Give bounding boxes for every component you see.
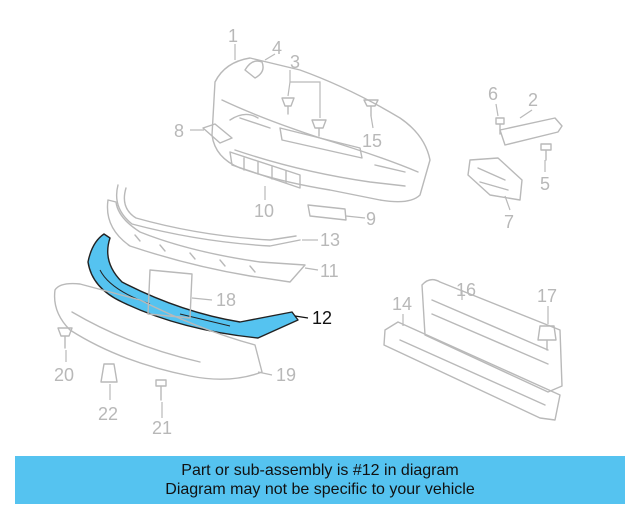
callout-3: 3 (290, 52, 300, 72)
bolt-part-5 (540, 143, 552, 161)
callout-20: 20 (54, 365, 74, 385)
spoiler-part-11 (106, 199, 306, 283)
plate-part-18 (147, 269, 193, 319)
bumper-cover-part (211, 57, 431, 203)
clip-part-3 (281, 97, 327, 137)
callout-19: 19 (276, 365, 296, 385)
callout-2: 2 (528, 90, 538, 110)
info-banner: Part or sub-assembly is #12 in diagram D… (15, 456, 625, 504)
callout-6: 6 (488, 84, 498, 104)
clip-part-15 (363, 99, 379, 117)
splash-panel-part-19 (53, 282, 263, 380)
callout-18: 18 (216, 290, 236, 310)
grille-part-9 (307, 204, 347, 221)
grille-part-10 (229, 151, 301, 189)
parts-diagram: 1 2 3 4 5 6 7 8 9 10 11 12 13 14 15 16 1… (53, 26, 563, 438)
clip-part-4 (244, 60, 264, 79)
grille-part-8 (202, 123, 233, 144)
fastener-part-22 (100, 363, 118, 383)
callout-4: 4 (272, 38, 282, 58)
fastener-part-21 (155, 379, 167, 401)
callout-16: 16 (456, 280, 476, 300)
callout-22: 22 (98, 404, 118, 424)
callout-7: 7 (504, 212, 514, 232)
callout-8: 8 (174, 121, 184, 141)
fastener-part-20 (57, 327, 73, 349)
banner-line-1: Part or sub-assembly is #12 in diagram (181, 462, 459, 479)
callout-17: 17 (537, 286, 557, 306)
callout-21: 21 (152, 418, 172, 438)
banner-line-2: Diagram may not be specific to your vehi… (165, 481, 475, 498)
callout-13: 13 (320, 230, 340, 250)
callout-11: 11 (320, 261, 339, 281)
reinforcement-part-16 (421, 278, 563, 393)
callout-15: 15 (362, 131, 382, 151)
fastener-part-17 (537, 325, 557, 351)
bracket-part-2 (499, 117, 563, 146)
callout-12: 12 (312, 308, 332, 328)
callout-1: 1 (228, 26, 238, 46)
bolt-part-6 (495, 117, 505, 135)
bracket-part-7 (467, 157, 523, 201)
strip-part-13 (115, 184, 301, 247)
callout-5: 5 (540, 174, 550, 194)
callout-9: 9 (366, 209, 376, 229)
callout-10: 10 (254, 201, 274, 221)
callout-14: 14 (392, 294, 412, 314)
absorber-part-14 (383, 321, 561, 421)
